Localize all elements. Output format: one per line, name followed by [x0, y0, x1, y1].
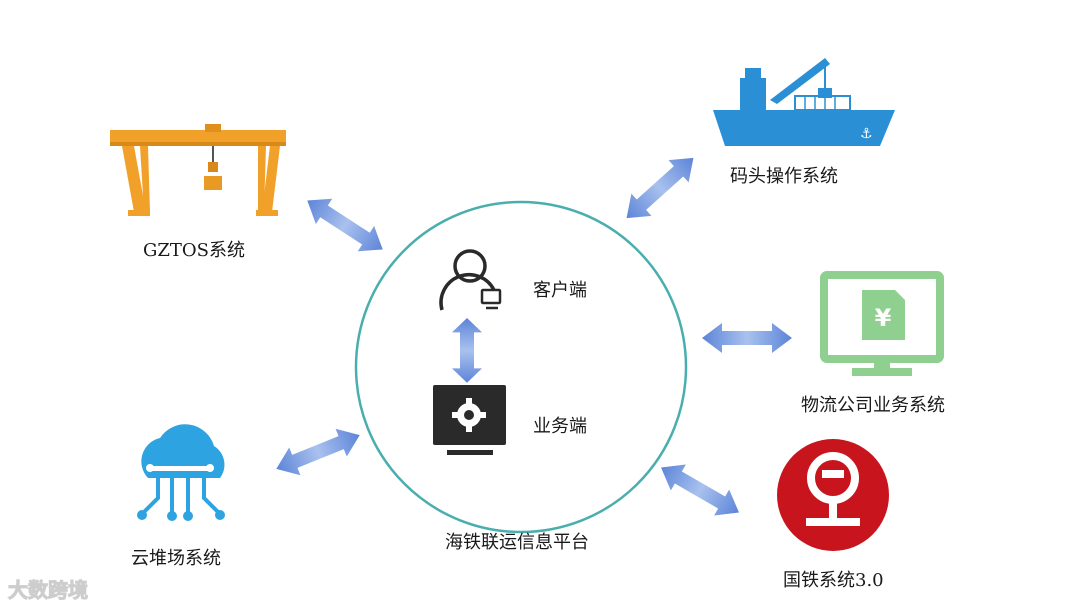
platform-circle	[354, 200, 688, 534]
business-label: 业务端	[533, 416, 587, 437]
watermark-text: 大数跨境	[8, 580, 89, 603]
china-railway-logo-icon	[777, 439, 889, 551]
platform-label: 海铁联运信息平台	[445, 532, 589, 553]
gantry-crane-icon	[110, 124, 286, 216]
monitor-yuan-document-icon: ¥	[820, 271, 944, 376]
svg-text:⚓: ⚓	[860, 126, 873, 142]
node-label-terminal: 码头操作系统	[730, 166, 838, 187]
monitor-gear-icon	[433, 385, 506, 455]
arrow-terminal	[616, 146, 704, 230]
client-label: 客户端	[533, 280, 587, 301]
node-label-yard: 云堆场系统	[131, 548, 221, 569]
arrow-yard	[270, 421, 366, 483]
node-label-railway: 国铁系统3.0	[783, 570, 884, 591]
node-label-gztos: GZTOS系统	[143, 240, 245, 261]
cloud-circuit-icon	[137, 424, 225, 521]
svg-text:¥: ¥	[875, 304, 892, 332]
node-label-logistics: 物流公司业务系统	[801, 395, 945, 416]
arrow-gztos	[299, 187, 391, 263]
arrow-client-business	[452, 318, 482, 383]
cargo-ship-crane-icon: ⚓	[713, 58, 895, 146]
user-computer-icon	[439, 249, 502, 311]
arrow-logistics	[702, 323, 792, 353]
arrow-railway	[653, 454, 747, 526]
